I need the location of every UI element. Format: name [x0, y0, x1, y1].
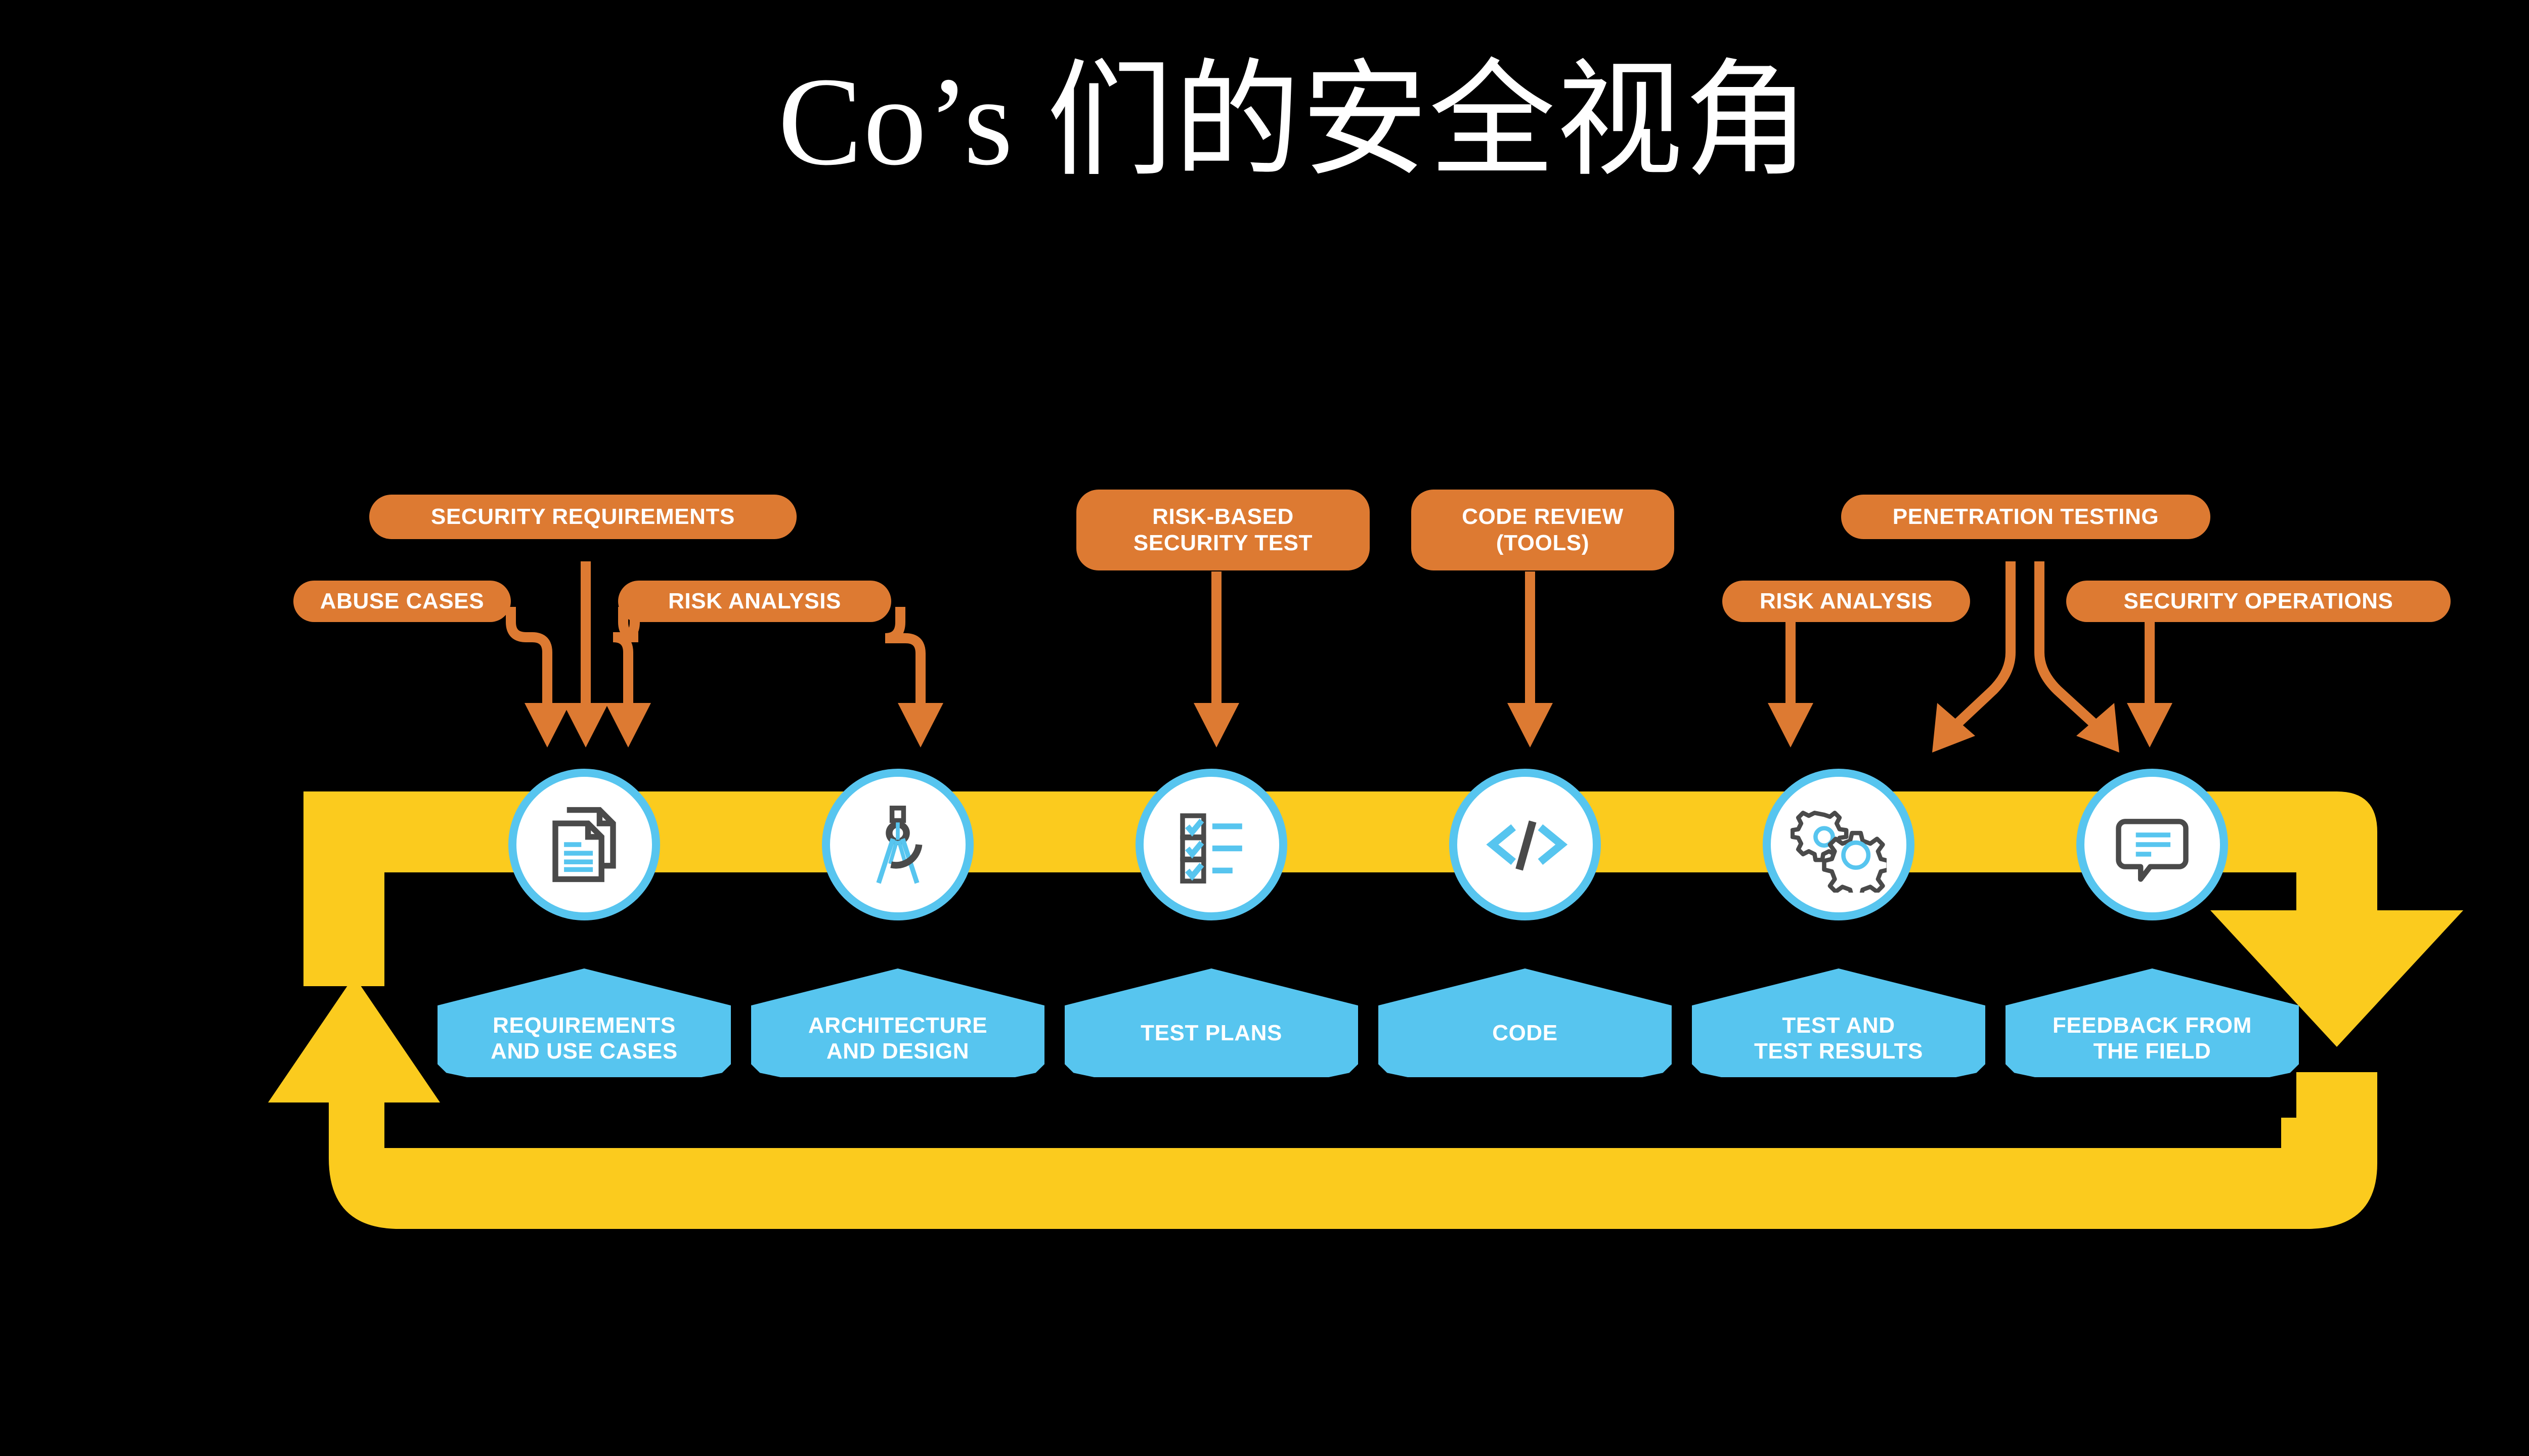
touchpoint-label: SECURITY OPERATIONS — [2123, 589, 2393, 614]
touchpoint-label-line2: SECURITY TEST — [1133, 531, 1313, 555]
stage-label: CODE — [1378, 1020, 1672, 1046]
compass-icon — [876, 806, 923, 884]
node-test-and-test-results[interactable] — [1763, 769, 1914, 920]
stage-label-line1: TEST AND — [1782, 1012, 1895, 1038]
stage-test-and-test-results[interactable]: TEST AND TEST RESULTS — [1692, 968, 1985, 1077]
speech-bubble-icon — [2116, 819, 2189, 882]
touchpoint-label: SECURITY REQUIREMENTS — [431, 504, 735, 530]
stage-label-line1: CODE — [1492, 1020, 1558, 1045]
touchpoint-code-review-tools[interactable]: CODE REVIEW (TOOLS) — [1411, 490, 1674, 570]
touchpoint-label-line2: (TOOLS) — [1496, 531, 1590, 555]
touchpoint-label-line1: RISK-BASED — [1152, 504, 1294, 530]
stage-label: ARCHITECTURE AND DESIGN — [751, 1012, 1044, 1064]
node-test-plans[interactable] — [1136, 769, 1287, 920]
stage-test-plans[interactable]: TEST PLANS — [1065, 968, 1358, 1077]
stage-feedback-from-the-field[interactable]: FEEDBACK FROM THE FIELD — [2005, 968, 2299, 1077]
node-requirements-and-use-cases[interactable] — [508, 769, 660, 920]
stage-label-line2: AND USE CASES — [491, 1038, 678, 1064]
touchpoint-risk-based-security-test[interactable]: RISK-BASED SECURITY TEST — [1076, 490, 1370, 570]
stage-label: REQUIREMENTS AND USE CASES — [438, 1012, 731, 1064]
stage-label: TEST AND TEST RESULTS — [1692, 1012, 1985, 1064]
stage-label-line1: FEEDBACK FROM — [2052, 1012, 2252, 1038]
touchpoint-security-requirements[interactable]: SECURITY REQUIREMENTS — [369, 495, 797, 539]
stage-architecture-and-design[interactable]: ARCHITECTURE AND DESIGN — [751, 968, 1044, 1077]
documents-icon — [552, 807, 616, 883]
touchpoint-label-line1: CODE REVIEW — [1462, 504, 1624, 530]
stage-label-line2: TEST RESULTS — [1754, 1038, 1923, 1064]
touchpoint-penetration-testing[interactable]: PENETRATION TESTING — [1841, 495, 2210, 539]
touchpoint-risk-analysis-left[interactable]: RISK ANALYSIS — [618, 581, 891, 622]
stage-label-line2: AND DESIGN — [826, 1038, 970, 1064]
page-title: Co’s 们的安全视角 — [778, 52, 1811, 192]
node-feedback-from-the-field[interactable] — [2076, 769, 2228, 920]
stage-requirements-and-use-cases[interactable]: REQUIREMENTS AND USE CASES — [438, 968, 731, 1077]
stage-label-line1: ARCHITECTURE — [808, 1012, 988, 1038]
touchpoint-label: PENETRATION TESTING — [1892, 504, 2159, 530]
stage-code[interactable]: CODE — [1378, 968, 1672, 1077]
stage-label-line1: TEST PLANS — [1141, 1020, 1282, 1045]
node-architecture-and-design[interactable] — [822, 769, 974, 920]
touchpoint-security-operations[interactable]: SECURITY OPERATIONS — [2066, 581, 2451, 622]
stage-label-line2: THE FIELD — [2093, 1038, 2211, 1064]
gears-icon — [1791, 811, 1887, 893]
stage-label-line1: REQUIREMENTS — [493, 1012, 676, 1038]
touchpoint-abuse-cases[interactable]: ABUSE CASES — [293, 581, 511, 622]
stage-label: FEEDBACK FROM THE FIELD — [2005, 1012, 2299, 1064]
touchpoint-label: RISK ANALYSIS — [1760, 589, 1933, 614]
touchpoint-risk-analysis-right[interactable]: RISK ANALYSIS — [1722, 581, 1970, 622]
touchpoint-label: RISK ANALYSIS — [668, 589, 841, 614]
node-code[interactable] — [1449, 769, 1601, 920]
stage-label: TEST PLANS — [1065, 1020, 1358, 1046]
touchpoint-label: ABUSE CASES — [320, 589, 485, 614]
connector-arrowheads — [525, 703, 2172, 753]
code-brackets-icon — [1486, 820, 1568, 871]
checklist-icon — [1180, 813, 1242, 884]
